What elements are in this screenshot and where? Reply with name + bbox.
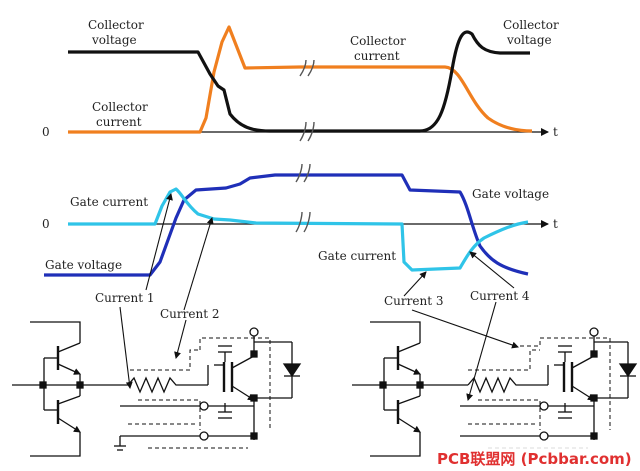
watermark-text: PCB联盟网 (Pcbbar.com) — [437, 450, 632, 468]
right-gate-drive-circuit — [352, 321, 638, 457]
current-1-label: Current 1 — [95, 291, 154, 305]
gate-voltage-trace — [44, 173, 529, 277]
collector-voltage-trace — [68, 30, 530, 133]
current-2-label: Current 2 — [160, 307, 219, 321]
watermark-backdrop — [432, 447, 632, 469]
current-3-arrow-down — [411, 309, 519, 349]
top-break-marks — [299, 59, 315, 142]
current-annotations — [119, 193, 519, 401]
mid-axis-t-label: t — [553, 217, 558, 231]
gate-voltage-label-left: Gate voltage — [45, 258, 122, 272]
collector-current-label-mid-2: current — [354, 49, 400, 63]
gate-waveform-plot: 0 t Gate current Gate voltage Gate volta… — [42, 163, 558, 277]
collector-voltage-label-left-1: Collector — [88, 18, 144, 32]
gate-voltage-label-right: Gate voltage — [472, 187, 549, 201]
collector-voltage-label-right-2: voltage — [506, 33, 552, 47]
top-zero-label: 0 — [42, 125, 50, 139]
mid-zero-label: 0 — [42, 217, 50, 231]
right-current-paths — [468, 337, 611, 449]
top-axis-t-label: t — [553, 125, 558, 139]
collector-current-trace — [68, 25, 533, 134]
mid-break-marks — [295, 163, 311, 233]
left-current-paths — [128, 337, 271, 449]
current-4-arrow-up — [469, 251, 515, 289]
collector-current-label-mid-1: Collector — [350, 34, 406, 48]
current-2-arrow-down — [174, 319, 187, 359]
current-4-label: Current 4 — [470, 289, 530, 303]
left-gate-drive-circuit — [12, 321, 302, 457]
gate-current-label-left: Gate current — [70, 195, 148, 209]
collector-current-label-left-2: current — [96, 115, 142, 129]
collector-voltage-label-right-1: Collector — [503, 18, 559, 32]
current-4-arrow-down — [466, 301, 497, 401]
collector-voltage-label-left-2: voltage — [91, 33, 137, 47]
current-2-arrow-up — [183, 217, 214, 311]
collector-current-label-left-1: Collector — [92, 100, 148, 114]
current-1-arrow-up — [145, 193, 173, 291]
gate-current-label-right: Gate current — [318, 249, 396, 263]
collector-waveform-plot: 0 t Collector voltage Collector current … — [42, 18, 559, 142]
current-3-label: Current 3 — [384, 294, 443, 308]
gate-current-trace — [68, 187, 529, 272]
current-3-arrow-up — [403, 271, 427, 297]
current-1-arrow-down — [119, 306, 133, 389]
